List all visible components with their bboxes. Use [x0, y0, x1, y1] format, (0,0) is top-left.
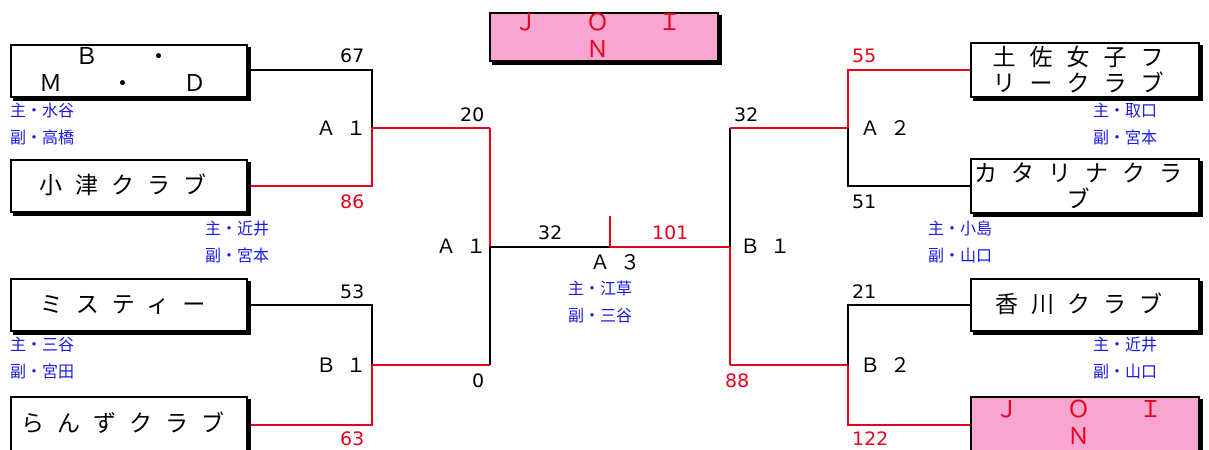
- match-label-right-semi: Ｂ１: [740, 234, 800, 258]
- line-ozu: [248, 128, 373, 187]
- team-name-kagawa: 香川クラブ: [995, 291, 1175, 318]
- team-name-bmd: Ｂ ・ Ｍ ・ Ｄ: [39, 44, 219, 97]
- referee-left-semi-main: 主・近井: [205, 219, 270, 238]
- referee-right-semi-main: 主・小島: [928, 219, 993, 238]
- score-rands: 63: [340, 428, 365, 450]
- team-box-tosa: 土佐女子フ リークラブ: [970, 42, 1200, 98]
- title-text: Ｊ Ｏ Ｉ Ｎ: [514, 10, 730, 63]
- referee-left-a1-sub: 副・高橋: [10, 128, 75, 147]
- referee-right-a2-main: 主・取口: [1093, 101, 1158, 120]
- referee-final-main: 主・江草: [568, 279, 633, 298]
- score-tosa: 55: [852, 45, 877, 67]
- score-katari: 51: [852, 191, 877, 213]
- score-a2-semi: 32: [734, 104, 759, 126]
- team-box-ozu: 小津クラブ: [10, 159, 248, 213]
- line-bmd: [248, 69, 373, 128]
- line-join: [847, 365, 970, 426]
- match-label-left-semi: Ａ１: [436, 234, 496, 258]
- line-kagawa: [847, 304, 970, 365]
- match-label-right-b2: Ｂ２: [860, 353, 920, 377]
- score-b1-semi: 0: [472, 370, 485, 392]
- referee-right-b2-main: 主・近井: [1093, 335, 1158, 354]
- team-name-join: Ｊ Ｏ Ｉ Ｎ: [995, 397, 1209, 450]
- line-tosa: [847, 69, 970, 128]
- score-kagawa: 21: [852, 281, 877, 303]
- score-bmd: 67: [340, 45, 365, 67]
- team-box-kagawa: 香川クラブ: [970, 278, 1200, 332]
- score-b2-semi: 88: [725, 370, 750, 392]
- referee-left-b1-sub: 副・宮田: [10, 362, 75, 381]
- score-a1-semi: 20: [460, 104, 485, 126]
- referee-final-sub: 副・三谷: [568, 306, 633, 325]
- score-ozu: 86: [340, 191, 365, 213]
- line-rands: [248, 365, 373, 426]
- score-misty: 53: [340, 281, 365, 303]
- referee-left-b1-main: 主・三谷: [10, 335, 75, 354]
- team-name-katari-line2: ブ: [1066, 186, 1104, 213]
- match-label-left-b1: Ｂ１: [316, 353, 376, 377]
- referee-left-semi-sub: 副・宮本: [205, 246, 270, 265]
- team-box-join: Ｊ Ｏ Ｉ Ｎ: [970, 396, 1200, 450]
- team-box-katari: カタリナクラ ブ: [970, 158, 1200, 214]
- referee-right-b2-sub: 副・山口: [1093, 362, 1158, 381]
- team-name-ozu: 小津クラブ: [39, 172, 219, 199]
- team-box-rands: らんずクラブ: [10, 396, 248, 450]
- score-final-left: 32: [538, 222, 563, 244]
- team-name-katari-line1: カタリナクラ: [974, 160, 1196, 187]
- team-name-tosa-line2: リークラブ: [992, 70, 1178, 97]
- score-join: 122: [852, 428, 889, 450]
- match-label-final: Ａ３: [590, 250, 650, 274]
- team-box-misty: ミスティー: [10, 278, 248, 332]
- team-name-misty: ミスティー: [39, 291, 219, 318]
- referee-right-a2-sub: 副・宮本: [1093, 128, 1158, 147]
- score-final-right: 101: [652, 222, 689, 244]
- referee-right-semi-sub: 副・山口: [928, 246, 993, 265]
- team-name-rands: らんずクラブ: [21, 410, 237, 437]
- match-label-right-a2: Ａ２: [860, 116, 920, 140]
- line-katari: [847, 128, 970, 187]
- title-box: Ｊ Ｏ Ｉ Ｎ: [489, 10, 730, 63]
- team-box-bmd: Ｂ ・ Ｍ ・ Ｄ: [10, 44, 248, 98]
- team-name-tosa-line1: 土佐女子フ: [992, 44, 1178, 71]
- line-misty: [248, 304, 373, 365]
- referee-left-a1-main: 主・水谷: [10, 101, 75, 120]
- match-label-left-a1: Ａ１: [316, 116, 376, 140]
